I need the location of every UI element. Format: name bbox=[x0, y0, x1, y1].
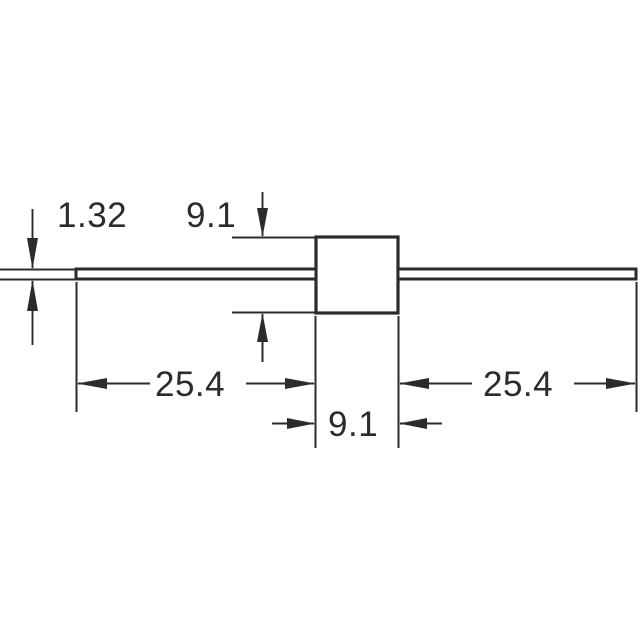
dimension-body-length: 9.1 bbox=[272, 405, 442, 444]
arrow-head-25-4-right-west bbox=[399, 378, 429, 389]
lead-wire-right bbox=[396, 267, 638, 281]
arrow-head-9-1-height-up bbox=[257, 313, 268, 342]
arrow-head-1-32-up bbox=[27, 280, 38, 311]
arrow-head-25-4-left-east bbox=[285, 378, 315, 389]
arrow-head-25-4-left-west bbox=[77, 378, 107, 389]
dim-label-lead-thickness: 1.32 bbox=[57, 196, 127, 235]
dimension-lead-thickness: 1.32 bbox=[27, 196, 127, 345]
dim-label-body-height: 9.1 bbox=[186, 196, 236, 235]
arrow-head-9-1-length-east bbox=[287, 418, 315, 429]
dimension-lead-length-left: 25.4 bbox=[77, 365, 315, 404]
component-body bbox=[314, 235, 400, 315]
dim-label-body-length: 9.1 bbox=[328, 405, 378, 444]
lead-wire-left bbox=[74, 267, 318, 281]
dimension-lead-length-right: 25.4 bbox=[399, 365, 636, 404]
dimension-body-height: 9.1 bbox=[186, 192, 268, 360]
arrow-head-1-32-down bbox=[27, 238, 38, 269]
arrow-head-9-1-height-down bbox=[257, 208, 268, 237]
dim-label-lead-length-right: 25.4 bbox=[483, 365, 553, 404]
arrow-head-25-4-right-east bbox=[606, 378, 636, 389]
arrow-head-9-1-length-west bbox=[399, 418, 427, 429]
dim-label-lead-length-left: 25.4 bbox=[155, 365, 225, 404]
extension-lines bbox=[0, 236, 638, 448]
lead-wire bbox=[74, 267, 638, 281]
